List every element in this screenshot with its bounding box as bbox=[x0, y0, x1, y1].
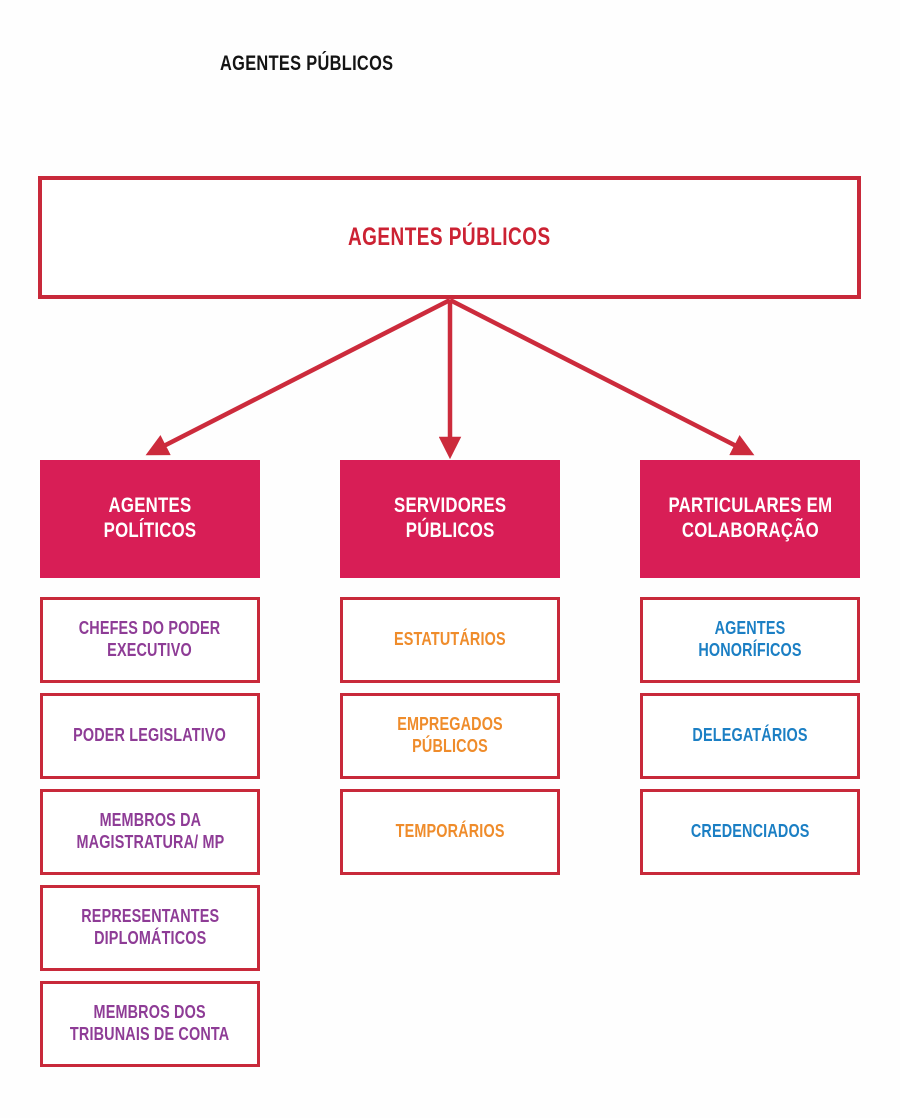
list-item: MEMBROS DOS TRIBUNAIS DE CONTA bbox=[40, 981, 260, 1067]
list-item: TEMPORÁRIOS bbox=[340, 789, 560, 875]
list-item-label: CHEFES DO PODER EXECUTIVO bbox=[79, 618, 221, 660]
list-item-label: MEMBROS DOS TRIBUNAIS DE CONTA bbox=[70, 1002, 230, 1044]
list-item-label: PODER LEGISLATIVO bbox=[73, 725, 227, 746]
list-item: AGENTES HONORÍFICOS bbox=[640, 597, 860, 683]
branch-header-servidores-publicos: SERVIDORES PÚBLICOS bbox=[340, 460, 560, 578]
branch-header-label: PARTICULARES EM COLABORAÇÃO bbox=[668, 494, 832, 542]
connector-arrow-left bbox=[145, 297, 452, 456]
list-item: DELEGATÁRIOS bbox=[640, 693, 860, 779]
branch-header-particulares-em-colaboracao: PARTICULARES EM COLABORAÇÃO bbox=[640, 460, 860, 578]
root-node-agentes-publicos: AGENTES PÚBLICOS bbox=[38, 176, 861, 299]
branch-column-particulares-em-colaboracao: PARTICULARES EM COLABORAÇÃO AGENTES HONO… bbox=[640, 460, 860, 885]
list-item-label: AGENTES HONORÍFICOS bbox=[698, 618, 802, 660]
list-item: EMPREGADOS PÚBLICOS bbox=[340, 693, 560, 779]
root-node-label: AGENTES PÚBLICOS bbox=[348, 223, 551, 251]
list-item-label: TEMPORÁRIOS bbox=[395, 821, 505, 842]
branch-header-label: SERVIDORES PÚBLICOS bbox=[393, 494, 507, 542]
list-item: CREDENCIADOS bbox=[640, 789, 860, 875]
branch-header-label: AGENTES POLÍTICOS bbox=[103, 494, 197, 542]
list-item: CHEFES DO PODER EXECUTIVO bbox=[40, 597, 260, 683]
list-item-label: EMPREGADOS PÚBLICOS bbox=[397, 714, 503, 756]
list-item: ESTATUTÁRIOS bbox=[340, 597, 560, 683]
page-title: AGENTES PÚBLICOS bbox=[220, 52, 394, 75]
branch-column-agentes-politicos: AGENTES POLÍTICOS CHEFES DO PODER EXECUT… bbox=[40, 460, 260, 1077]
list-item-label: MEMBROS DA MAGISTRATURA/ MP bbox=[76, 810, 224, 852]
list-item-label: REPRESENTANTES DIPLOMÁTICOS bbox=[81, 906, 219, 948]
list-item-label: DELEGATÁRIOS bbox=[692, 725, 808, 746]
branch-header-agentes-politicos: AGENTES POLÍTICOS bbox=[40, 460, 260, 578]
list-item: MEMBROS DA MAGISTRATURA/ MP bbox=[40, 789, 260, 875]
list-item: REPRESENTANTES DIPLOMÁTICOS bbox=[40, 885, 260, 971]
connector-arrow-right bbox=[448, 297, 755, 456]
list-item-label: ESTATUTÁRIOS bbox=[394, 629, 506, 650]
list-item: PODER LEGISLATIVO bbox=[40, 693, 260, 779]
list-item-label: CREDENCIADOS bbox=[690, 821, 810, 842]
branch-column-servidores-publicos: SERVIDORES PÚBLICOS ESTATUTÁRIOS EMPREGA… bbox=[340, 460, 560, 885]
